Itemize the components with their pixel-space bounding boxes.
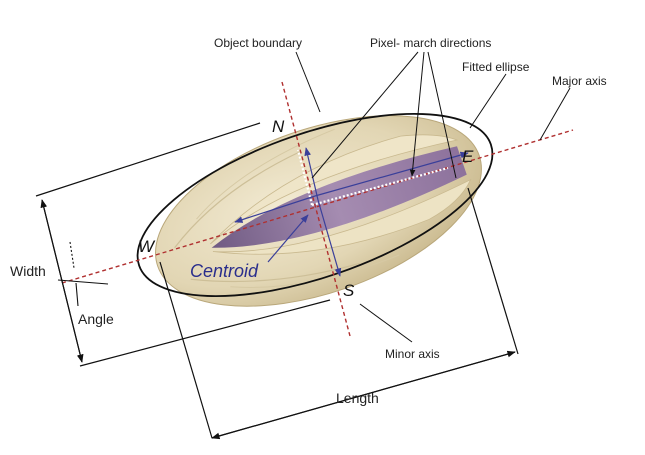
fitted-ellipse-callout [469, 73, 507, 129]
south-label: S [343, 281, 355, 300]
pixel-march-callout-2 [409, 51, 425, 177]
length-dimension [159, 187, 519, 440]
pixel-march-minor [296, 149, 314, 206]
minor-axis-line [281, 81, 351, 337]
minor-axis-callout [359, 303, 413, 343]
west-label: W [138, 237, 156, 256]
pixel-march-label: Pixel- march directions [370, 36, 491, 50]
major-axis-label: Major axis [552, 74, 607, 88]
major-axis-callout [539, 87, 571, 141]
pixel-march-callout-1 [311, 51, 419, 179]
fitted-ellipse-label: Fitted ellipse [462, 60, 530, 74]
major-axis-line [61, 129, 574, 284]
north-label: N [272, 117, 285, 136]
length-label: Length [336, 390, 379, 406]
centroid-pointer [267, 214, 309, 263]
pixel-march-major [311, 166, 449, 207]
object-boundary-callout [295, 51, 321, 113]
pixel-march-callout-3 [427, 51, 457, 179]
march-arrow-south [317, 199, 342, 277]
angle-marker [57, 241, 109, 307]
width-label: Width [10, 263, 46, 279]
minor-axis-label: Minor axis [385, 347, 440, 361]
centroid-label: Centroid [190, 261, 259, 281]
march-arrow-north [304, 147, 319, 201]
object-boundary-label: Object boundary [214, 36, 302, 50]
angle-label: Angle [78, 311, 114, 327]
march-arrow-east [314, 151, 469, 197]
east-label: E [462, 147, 474, 166]
march-arrow-west [234, 195, 316, 223]
width-dimension [35, 122, 331, 367]
